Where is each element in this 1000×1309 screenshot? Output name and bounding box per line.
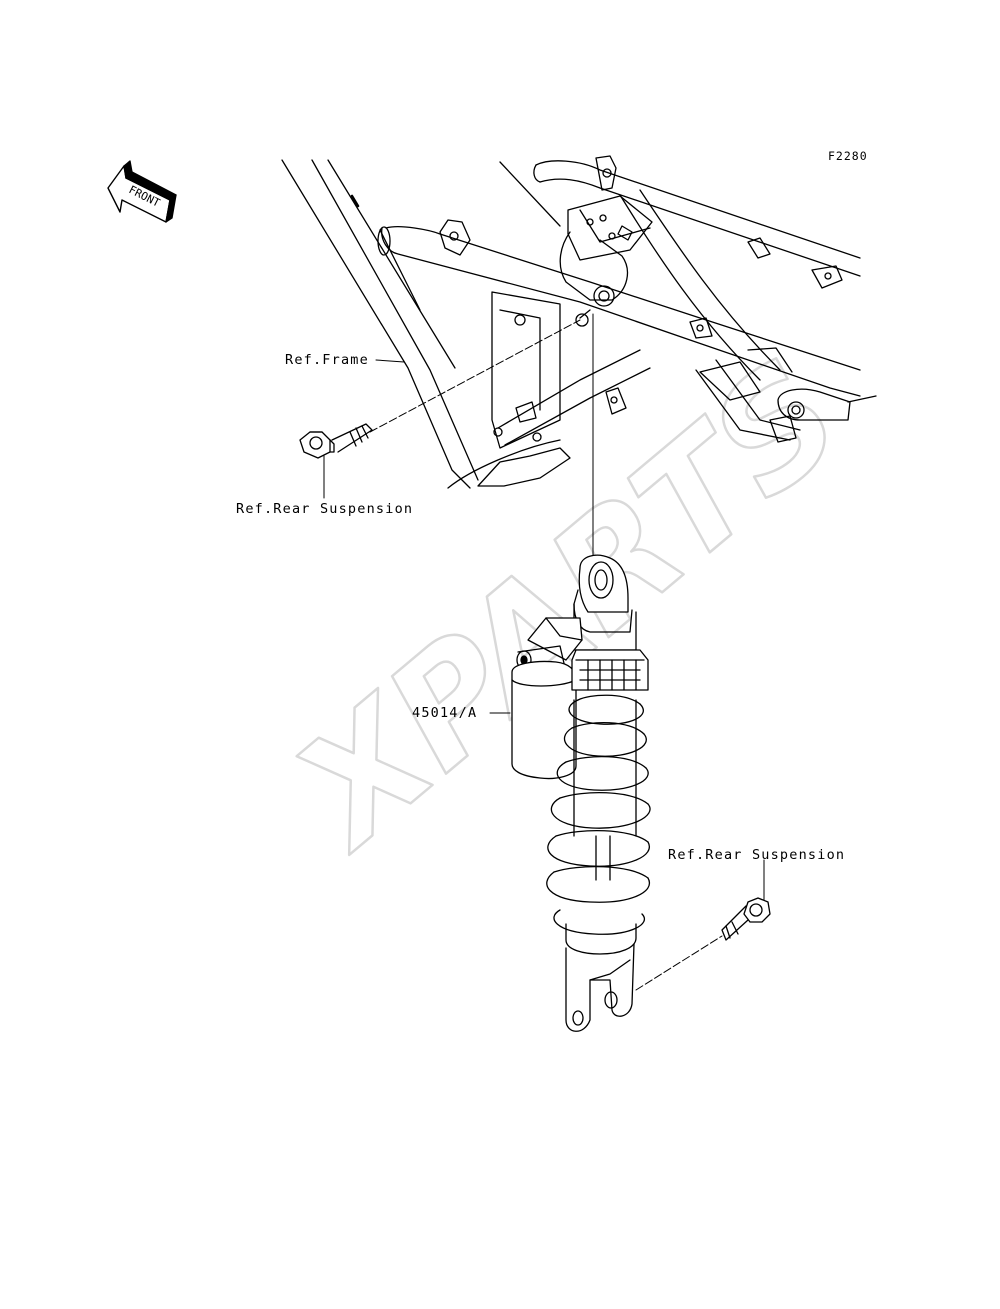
ref-rear-suspension-lower-label: Ref.Rear Suspension — [668, 847, 846, 863]
leader-frame — [375, 359, 405, 363]
leader-upper-bolt-axis — [369, 319, 581, 433]
leader-lower-bolt-axis — [635, 935, 723, 991]
frame — [281, 155, 877, 489]
diagram-code-label: F2280 — [828, 149, 868, 163]
upper-bolt — [299, 423, 373, 459]
ref-rear-suspension-upper-label: Ref.Rear Suspension — [236, 501, 414, 517]
front-direction-arrow-icon: FRONT — [107, 160, 177, 223]
lower-bolt — [721, 897, 771, 941]
part-number-label: 45014/A — [412, 705, 478, 721]
shock-absorber — [511, 554, 651, 1032]
leader-lines — [323, 313, 765, 991]
ref-frame-label: Ref.Frame — [285, 352, 369, 368]
